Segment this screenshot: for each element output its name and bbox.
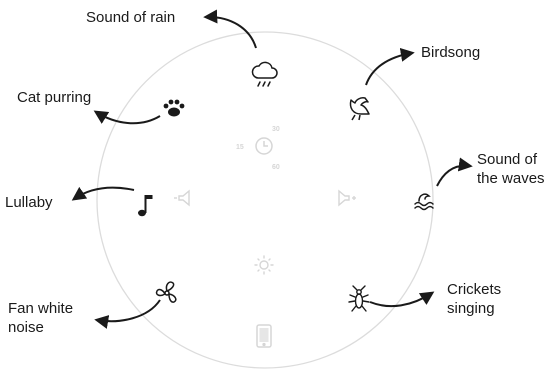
arrow-birdsong xyxy=(365,47,415,86)
bird-icon[interactable] xyxy=(349,97,370,121)
arrow-rain xyxy=(203,9,257,49)
label-fan-white-noise: Fan white noise xyxy=(8,299,73,337)
waves-icon[interactable] xyxy=(414,193,434,211)
label-sound-of-rain: Sound of rain xyxy=(86,9,176,26)
cricket-icon[interactable] xyxy=(348,285,370,312)
arrow-crickets xyxy=(369,291,435,308)
clock-icon[interactable] xyxy=(255,137,273,155)
label-lullaby: Lullaby xyxy=(5,194,53,211)
label-crickets-singing: Crickets singing xyxy=(447,280,501,318)
rain-cloud-icon[interactable] xyxy=(251,61,278,87)
volume-down-icon[interactable] xyxy=(174,189,190,207)
phone-icon[interactable] xyxy=(256,324,272,348)
fan-icon[interactable] xyxy=(155,281,177,303)
label-fan-line-2: noise xyxy=(8,319,44,336)
label-birdsong: Birdsong xyxy=(421,44,481,61)
label-fan-line-1: Fan white xyxy=(8,300,74,317)
music-note-icon[interactable] xyxy=(138,195,153,217)
label-crickets-line-1: Crickets xyxy=(447,281,502,298)
paw-icon[interactable] xyxy=(163,99,185,117)
label-crickets-line-2: singing xyxy=(447,300,495,317)
arrow-lullaby xyxy=(71,186,135,201)
arrow-cat xyxy=(93,110,161,125)
sun-icon[interactable] xyxy=(254,255,274,275)
label-waves-line-1: Sound of xyxy=(477,151,538,168)
device-outline xyxy=(96,31,434,369)
label-sound-of-the-waves: Sound of the waves xyxy=(477,150,545,188)
arrow-fan xyxy=(94,299,161,329)
timer-60[interactable]: 60 xyxy=(272,164,280,171)
label-waves-line-2: the waves xyxy=(477,170,545,187)
label-cat-purring: Cat purring xyxy=(17,89,92,106)
timer-15[interactable]: 15 xyxy=(236,144,244,151)
timer-30[interactable]: 30 xyxy=(272,126,280,133)
volume-up-icon[interactable] xyxy=(338,189,356,207)
arrow-waves xyxy=(436,157,473,187)
